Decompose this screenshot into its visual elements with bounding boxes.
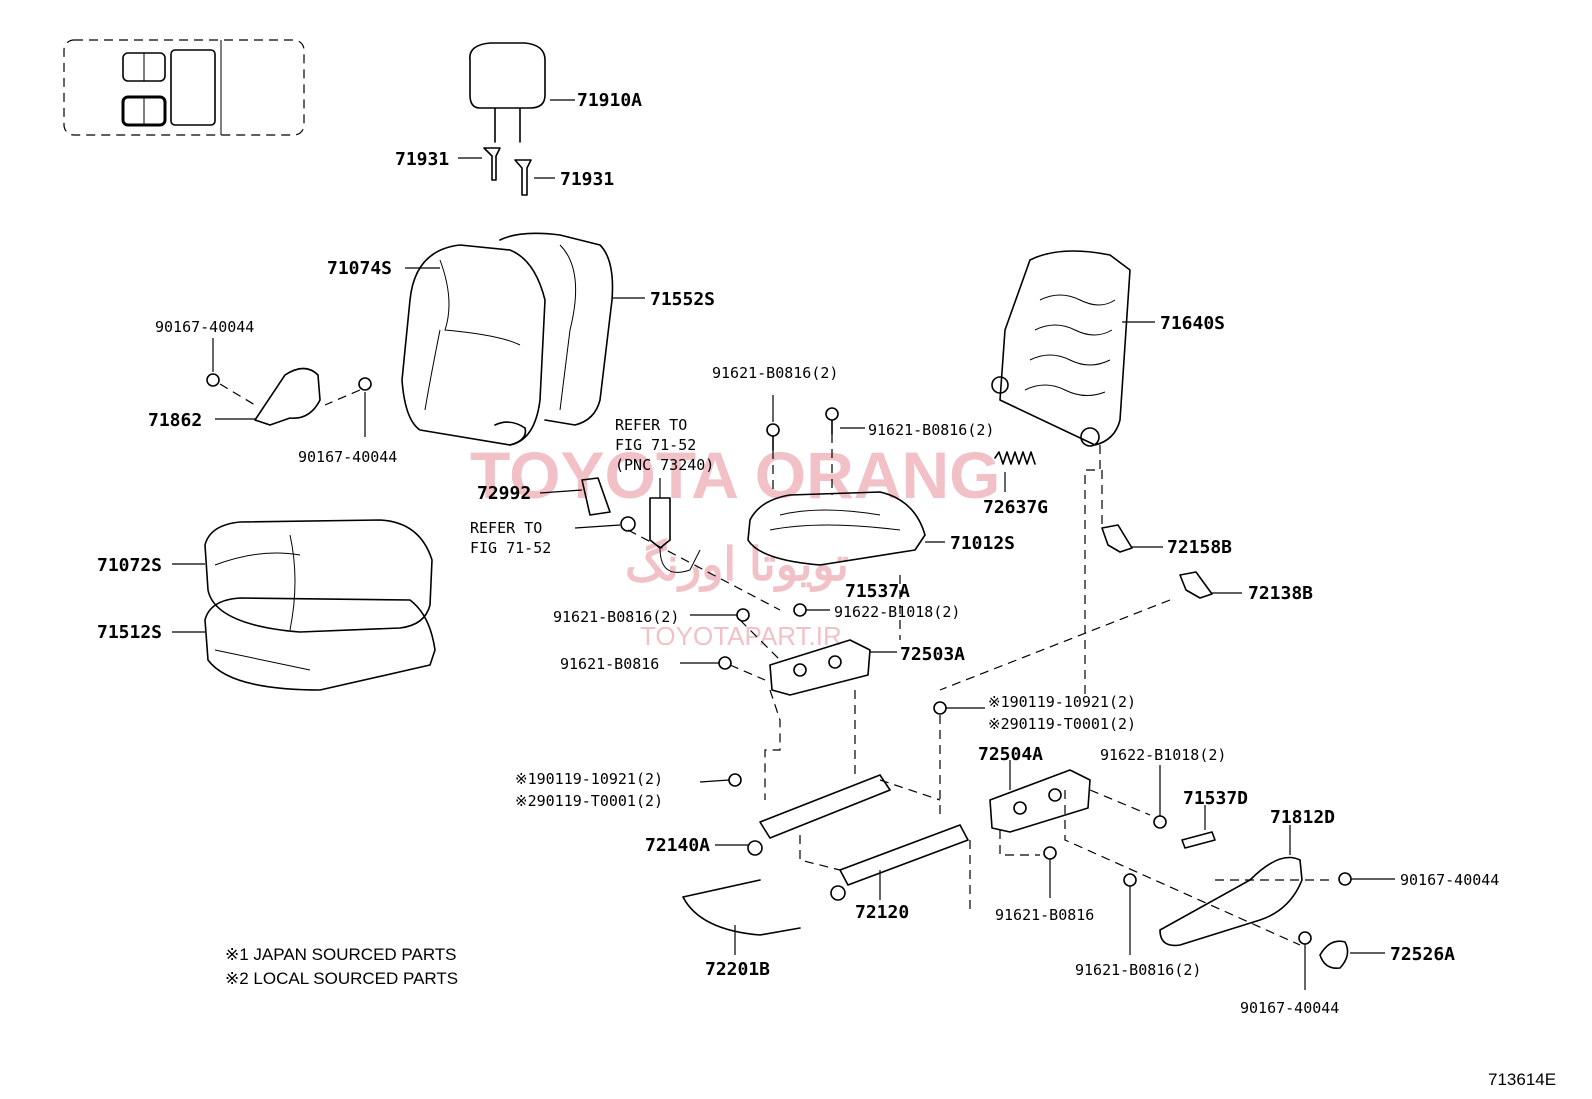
lever-knob-71537D <box>1181 805 1216 849</box>
label-72526A: 72526A <box>1390 944 1455 965</box>
label-71931-right: 71931 <box>560 169 614 190</box>
figure-id: 713614E <box>1488 1070 1556 1089</box>
label-72201B: 72201B <box>705 959 770 980</box>
label-91622-mid: 91622-B1018(2) <box>834 603 960 621</box>
refer-1-line1: REFER TO <box>615 416 687 434</box>
label-71074S: 71074S <box>327 258 392 279</box>
seat-track-72140A <box>715 774 891 856</box>
headrest <box>469 42 575 143</box>
height-adjuster-72504A <box>989 760 1091 833</box>
label-90167-bottom: 90167-40044 <box>1240 999 1339 1017</box>
watermark-site: TOYOTAPART.IR <box>640 621 842 651</box>
height-adjuster-72503A <box>769 639 897 696</box>
seatbelt-buckle <box>649 478 701 573</box>
label-90167-top: 90167-40044 <box>155 318 254 336</box>
seat-cushion-frame <box>747 491 945 566</box>
cable-72201B <box>682 879 801 955</box>
label-72120: 72120 <box>855 902 909 923</box>
label-71512S: 71512S <box>97 622 162 643</box>
knob-72526A <box>1319 940 1385 970</box>
label-71862: 71862 <box>148 410 202 431</box>
note-japan-sourced: ※1 JAPAN SOURCED PARTS <box>225 945 457 964</box>
note-local-sourced: ※2 LOCAL SOURCED PARTS <box>225 969 458 988</box>
label-71812D: 71812D <box>1270 807 1335 828</box>
label-72503A: 72503A <box>900 644 965 665</box>
bolts <box>680 395 1395 990</box>
bushing <box>574 516 636 532</box>
label-72992: 72992 <box>477 483 531 504</box>
label-71072S: 71072S <box>97 555 162 576</box>
spacer-72992 <box>539 477 611 516</box>
label-72138B: 72138B <box>1248 583 1313 604</box>
refer-2-line1: REFER TO <box>470 519 542 537</box>
label-72158B: 72158B <box>1167 537 1232 558</box>
hinge-cover-72138B <box>1179 571 1242 599</box>
label-290119-left: ※290119-T0001(2) <box>515 792 663 810</box>
label-72140A: 72140A <box>645 835 710 856</box>
return-spring <box>994 451 1036 492</box>
hinge-cover-72158B <box>1101 524 1163 553</box>
seatback-frame <box>991 250 1155 447</box>
seat-track-72120 <box>830 824 969 901</box>
side-cover-71862 <box>206 338 372 437</box>
label-91622-right: 91622-B1018(2) <box>1100 746 1226 764</box>
assembly-lines <box>627 434 1330 946</box>
refer-2-line2: FIG 71-52 <box>470 539 551 557</box>
label-72637G: 72637G <box>983 497 1048 518</box>
label-91621-bottom: 91621-B0816(2) <box>1075 961 1201 979</box>
label-91621-upper-left: 91621-B0816(2) <box>712 364 838 382</box>
label-91621-bottom-mid: 91621-B0816 <box>995 906 1094 924</box>
label-72504A: 72504A <box>978 744 1043 765</box>
seat-cushion <box>172 519 436 691</box>
label-refer-1: REFER TO FIG 71-52 (PNC 73240) <box>615 416 714 474</box>
label-71537A: 71537A <box>845 581 910 602</box>
label-290119-right: ※290119-T0001(2) <box>988 715 1136 733</box>
label-71640S: 71640S <box>1160 313 1225 334</box>
seat-location-inset <box>63 39 305 136</box>
source-notes: ※1 JAPAN SOURCED PARTS ※2 LOCAL SOURCED … <box>225 945 458 988</box>
seatback-cover <box>401 232 645 446</box>
label-refer-2: REFER TO FIG 71-52 <box>470 519 551 557</box>
headrest-guides <box>458 147 555 196</box>
label-91621-mid: 91621-B0816(2) <box>553 608 679 626</box>
watermark-brand: TOYOTA ORANG <box>470 438 1000 512</box>
label-71012S: 71012S <box>950 533 1015 554</box>
part-labels: 71910A 71931 71931 71074S 71552S 90167-4… <box>97 90 1499 1017</box>
label-71910A: 71910A <box>577 90 642 111</box>
label-90167-right: 90167-40044 <box>1400 871 1499 889</box>
label-91621-single: 91621-B0816 <box>560 655 659 673</box>
label-71537D: 71537D <box>1183 788 1248 809</box>
label-71552S: 71552S <box>650 289 715 310</box>
adjust-handle-71812D <box>1159 825 1303 947</box>
label-190119-left: ※190119-10921(2) <box>515 770 663 788</box>
refer-1-line2: FIG 71-52 <box>615 436 696 454</box>
label-91621-upper-right: 91621-B0816(2) <box>868 421 994 439</box>
label-71931-left: 71931 <box>395 149 449 170</box>
refer-1-line3: (PNC 73240) <box>615 456 714 474</box>
label-90167-mid: 90167-40044 <box>298 448 397 466</box>
label-190119-right: ※190119-10921(2) <box>988 693 1136 711</box>
